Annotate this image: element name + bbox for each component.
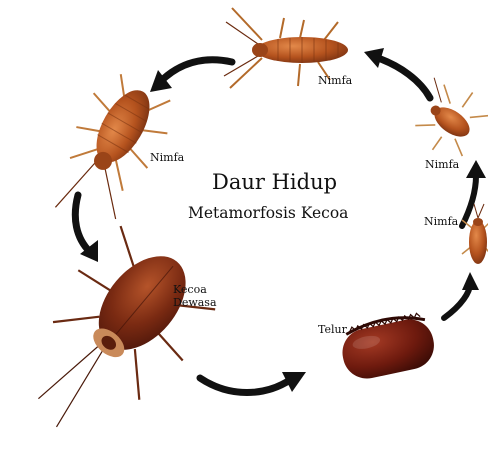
adult-illustration	[0, 217, 229, 450]
diagram-subtitle: Metamorfosis Kecoa	[188, 204, 348, 222]
arrow-bottom	[200, 378, 290, 393]
label-nymph-small: Nimfa	[424, 215, 458, 228]
arrow-right-up	[462, 176, 476, 226]
diagram-title: Daur Hidup	[212, 170, 337, 194]
label-adult-line1: Kecoa	[173, 283, 217, 296]
label-nymph-top: Nimfa	[318, 74, 352, 87]
arrow-left-down	[75, 195, 90, 252]
label-egg: Telur	[318, 323, 347, 336]
arrow-top-right	[378, 58, 430, 98]
nymph-right-illustration	[400, 70, 488, 166]
label-nymph-right: Nimfa	[425, 158, 459, 171]
label-nymph-left: Nimfa	[150, 151, 184, 164]
label-adult-line2: Dewasa	[173, 296, 217, 309]
egg-case-illustration	[337, 311, 438, 383]
arrow-top-left	[160, 60, 232, 82]
label-adult: Kecoa Dewasa	[173, 283, 217, 309]
